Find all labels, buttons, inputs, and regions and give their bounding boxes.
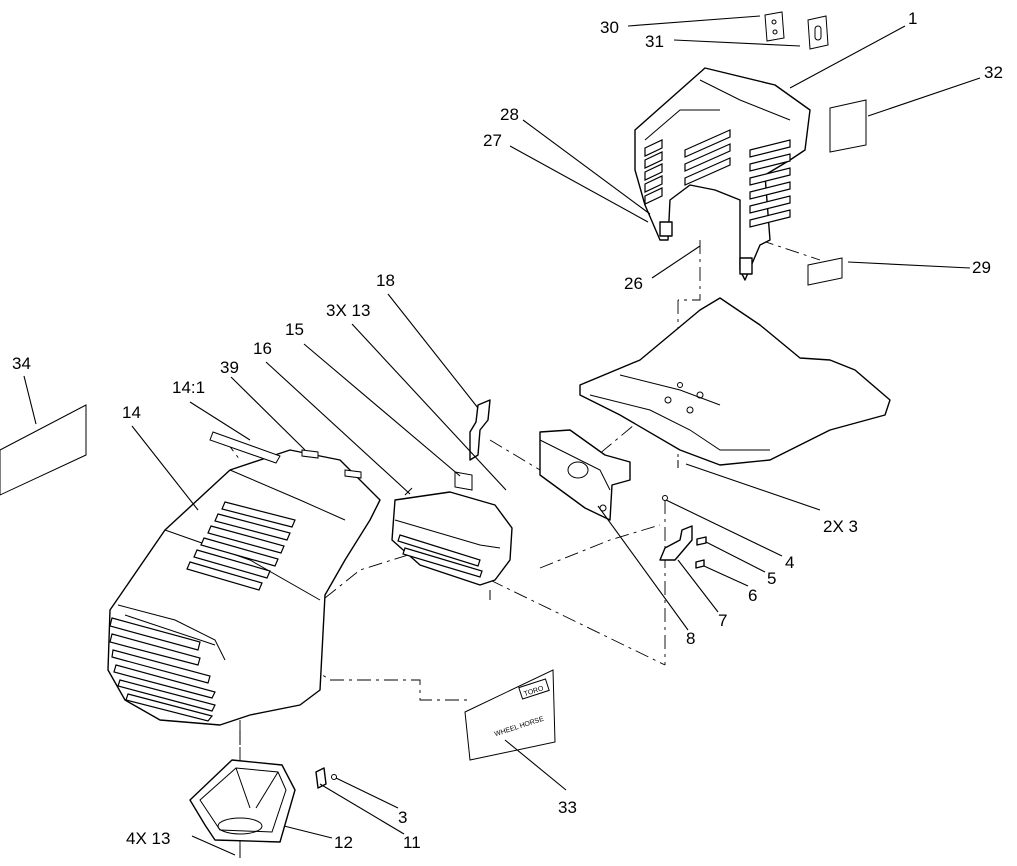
callout-30: 30 — [600, 18, 619, 37]
decal-32 — [829, 99, 867, 153]
callout-31: 31 — [645, 32, 664, 51]
callout-11: 11 — [403, 833, 421, 852]
callout-14: 14 — [122, 403, 141, 422]
callout-33: 33 — [558, 798, 577, 817]
hood-14 — [107, 449, 381, 745]
callout-29: 29 — [972, 258, 991, 277]
decal-15 — [454, 471, 473, 491]
callout-7: 7 — [718, 611, 727, 630]
bracket-18 — [469, 399, 491, 461]
decal-34 — [0, 404, 87, 496]
dash-panel-8 — [539, 429, 631, 521]
callout-12: 12 — [334, 833, 353, 852]
hood-front-grille — [109, 617, 216, 722]
callout-4x13: 4X 13 — [126, 829, 170, 848]
callout-1: 1 — [908, 9, 917, 28]
callout-3x13: 3X 13 — [326, 301, 370, 320]
decal-30 — [764, 11, 785, 42]
decal-14-1 — [209, 431, 281, 464]
callout-8: 8 — [686, 629, 695, 648]
hood-vents — [186, 501, 296, 591]
callout-15: 15 — [285, 320, 304, 339]
hood-support-12 — [189, 759, 296, 858]
fender-left-slots — [644, 139, 663, 205]
callout-27: 27 — [483, 131, 502, 150]
callout-14-1: 14:1 — [172, 378, 205, 397]
callout-2x3: 2X 3 — [823, 517, 858, 536]
callout-28: 28 — [500, 105, 519, 124]
decal-31 — [807, 15, 829, 50]
callout-34: 34 — [12, 354, 31, 373]
decals-39 — [301, 449, 362, 479]
callout-4: 4 — [785, 553, 794, 572]
hardware-4-5-6-7 — [659, 495, 707, 569]
decal-29 — [807, 257, 843, 286]
callout-18: 18 — [376, 271, 395, 290]
fender-inner-slots — [684, 129, 731, 186]
decal-33: TORO WHEEL HORSE — [464, 669, 556, 761]
fender-1 — [634, 67, 811, 281]
callout-26: 26 — [624, 274, 643, 293]
callout-32: 32 — [984, 63, 1003, 82]
leader-lines — [23, 15, 981, 856]
callout-5: 5 — [767, 569, 776, 588]
grille-housing-16 — [391, 487, 513, 600]
bracket-11 — [315, 767, 337, 789]
callout-6: 6 — [748, 586, 757, 605]
fender-right-slots — [749, 139, 791, 228]
callout-16: 16 — [253, 339, 272, 358]
callout-3: 3 — [398, 808, 407, 827]
callout-39: 39 — [220, 358, 239, 377]
callout-labels: 30 31 1 32 28 27 26 29 18 3X 13 15 16 39… — [12, 9, 1003, 852]
footrest-platform — [579, 297, 891, 468]
